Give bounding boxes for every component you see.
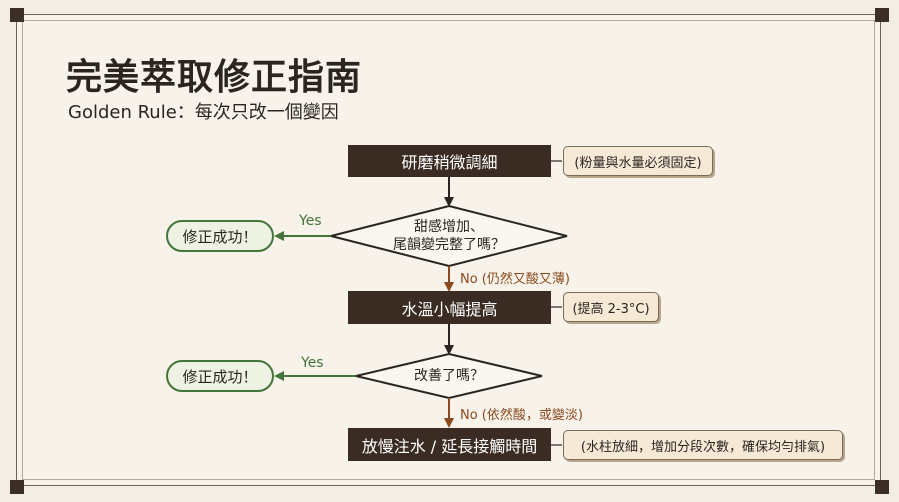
decision-2-text: 改善了嗎？ (414, 368, 484, 384)
decision-1-line2: 尾韻變完整了嗎？ (393, 237, 505, 253)
corner-ornament-bottom-right (875, 480, 889, 494)
decision-1-line1: 甜感增加、 (414, 219, 484, 235)
no-label-2: No (依然酸，或變淡) (460, 408, 583, 423)
note-water-temp: (提高 2-3°C) (563, 292, 659, 322)
note-slow-pour: (水柱放細，增加分段次數，確保均勻排氣) (563, 430, 843, 460)
corner-ornament-top-left (10, 8, 24, 22)
yes-label-2: Yes (301, 355, 324, 371)
corner-ornament-top-right (875, 8, 889, 22)
page-title: 完美萃取修正指南 (66, 57, 363, 98)
corner-ornament-bottom-left (10, 480, 24, 494)
step-raise-water-temp: 水溫小幅提高 (348, 291, 551, 324)
outcome-success-2: 修正成功！ (166, 360, 274, 392)
yes-label-1: Yes (299, 213, 322, 229)
inner-frame (22, 20, 875, 480)
step-grind-finer: 研磨稍微調細 (348, 145, 551, 177)
decision-1-text: 甜感增加、 尾韻變完整了嗎？ (371, 218, 527, 254)
no-label-1: No (仍然又酸又薄) (460, 272, 570, 287)
page-subtitle: Golden Rule：每次只改一個變因 (68, 102, 339, 123)
step-slow-pour: 放慢注水 / 延長接觸時間 (348, 428, 551, 461)
note-grind: (粉量與水量必須固定) (563, 146, 713, 176)
outcome-success-1: 修正成功！ (166, 220, 274, 252)
